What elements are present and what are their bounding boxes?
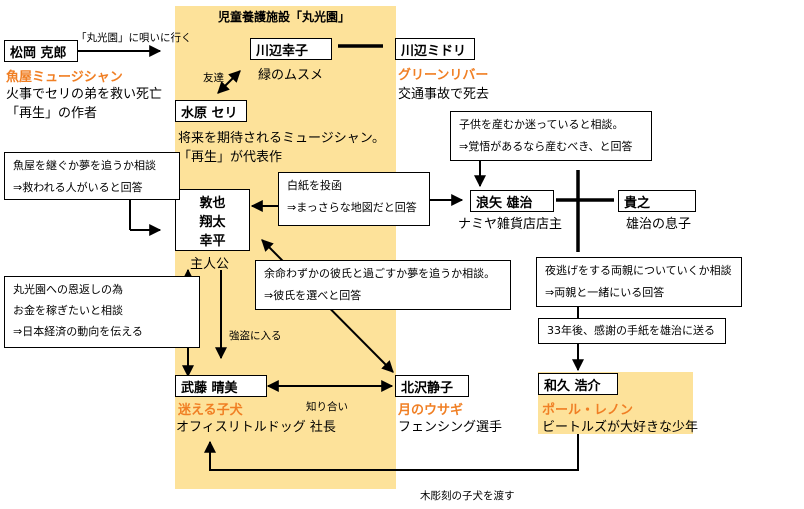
thanks-letter-note: 33年後、感謝の手紙を雄治に送る bbox=[538, 318, 726, 344]
child-note: 子供を産むか迷っていると相談。 ⇒覚悟があるなら産むべき、と回答 bbox=[450, 111, 652, 161]
wakuhisa-desc: ビートルズが大好きな少年 bbox=[542, 420, 699, 435]
blank-letter-note-line-1: 白紙を投函 bbox=[287, 179, 342, 192]
sing-label: 「丸光園」に唄いに行く bbox=[76, 32, 192, 44]
protagonists-box: 敦也 翔太 幸平 bbox=[175, 189, 250, 251]
night-escape-note-line-1: 夜逃げをする両親についていくか相談 bbox=[545, 264, 732, 277]
acquaintance-label: 知り合い bbox=[306, 401, 348, 413]
burglary-label: 強盗に入る bbox=[229, 330, 282, 342]
child-note-line-2: ⇒覚悟があるなら産むべき、と回答 bbox=[459, 140, 633, 153]
kitazawa-desc: フェンシング選手 bbox=[398, 420, 503, 435]
night-escape-note-line-2: ⇒両親と一緒にいる回答 bbox=[545, 286, 665, 299]
protagonist-kohei: 幸平 bbox=[199, 234, 226, 249]
fish-shop-note: 魚屋を継ぐか夢を追うか相談 ⇒救われる人がいると回答 bbox=[4, 152, 180, 200]
muto-name: 武藤 晴美 bbox=[175, 375, 267, 397]
blank-letter-note: 白紙を投函 ⇒まっさらな地図だと回答 bbox=[278, 172, 430, 226]
fish-shop-note-line-1: 魚屋を継ぐか夢を追うか相談 bbox=[13, 159, 156, 172]
boyfriend-note-line-1: 余命わずかの彼氏と過ごすか夢を追うか相談。 bbox=[264, 267, 496, 280]
kitazawa-nickname: 月のウサギ bbox=[398, 403, 464, 418]
kawabe-sachiko-desc: 緑のムスメ bbox=[258, 68, 324, 83]
woodcarving-arrow bbox=[204, 434, 579, 471]
matsuoka-desc-2: 「再生」の作者 bbox=[6, 106, 98, 121]
boyfriend-note-line-2: ⇒彼氏を選べと回答 bbox=[264, 289, 362, 302]
matsuoka-name: 松岡 克郎 bbox=[4, 40, 78, 62]
protagonists-role: 主人公 bbox=[190, 257, 230, 272]
friend-label: 友達 bbox=[203, 72, 224, 84]
wakuhisa-name: 和久 浩介 bbox=[538, 373, 618, 395]
kitazawa-name: 北沢静子 bbox=[395, 375, 469, 397]
mizuhara-name: 水原 セリ bbox=[175, 100, 247, 122]
matsuoka-desc-1: 火事でセリの弟を救い死亡 bbox=[6, 87, 163, 102]
takayuki-name: 貴之 bbox=[618, 190, 696, 212]
repay-note-line-1: 丸光園への恩返しの為 bbox=[13, 283, 123, 296]
night-escape-note: 夜逃げをする両親についていくか相談 ⇒両親と一緒にいる回答 bbox=[536, 257, 742, 307]
kawabe-sachiko-name: 川辺幸子 bbox=[250, 38, 332, 60]
wakuhisa-nickname: ポール・レノン bbox=[542, 403, 634, 418]
kawabe-midori-desc: 交通事故で死去 bbox=[398, 87, 490, 102]
muto-desc: オフィスリトルドッグ 社長 bbox=[176, 420, 336, 435]
namiya-desc: ナミヤ雑貨店店主 bbox=[458, 217, 563, 232]
friend-arrow bbox=[217, 70, 241, 94]
kawabe-midori-nickname: グリーンリバー bbox=[398, 68, 489, 83]
mizuhara-desc-2: 「再生」が代表作 bbox=[178, 150, 283, 165]
protagonist-shota: 翔太 bbox=[199, 215, 226, 230]
blank-letter-note-line-2: ⇒まっさらな地図だと回答 bbox=[287, 201, 417, 214]
matsuoka-nickname: 魚屋ミュージシャン bbox=[6, 70, 123, 85]
repay-note-line-2: お金を稼ぎたいと相談 bbox=[13, 304, 123, 317]
child-note-line-1: 子供を産むか迷っていると相談。 bbox=[459, 118, 624, 131]
woodcarving-label: 木彫刻の子犬を渡す bbox=[420, 490, 515, 502]
takayuki-desc: 雄治の息子 bbox=[626, 217, 692, 232]
namiya-name: 浪矢 雄治 bbox=[470, 190, 554, 212]
protagonist-atsuya: 敦也 bbox=[199, 196, 226, 211]
repay-note: 丸光園への恩返しの為 お金を稼ぎたいと相談 ⇒日本経済の動向を伝える bbox=[4, 276, 200, 348]
repay-note-line-3: ⇒日本経済の動向を伝える bbox=[13, 325, 143, 338]
facility-title: 児童養護施設「丸光園」 bbox=[218, 10, 351, 24]
muto-nickname: 迷える子犬 bbox=[178, 403, 243, 418]
boyfriend-note: 余命わずかの彼氏と過ごすか夢を追うか相談。 ⇒彼氏を選べと回答 bbox=[255, 260, 511, 310]
mizuhara-desc-1: 将来を期待されるミュージシャン。 bbox=[178, 131, 385, 146]
fish-shop-note-line-2: ⇒救われる人がいると回答 bbox=[13, 181, 143, 194]
kawabe-midori-name: 川辺ミドリ bbox=[395, 38, 475, 60]
